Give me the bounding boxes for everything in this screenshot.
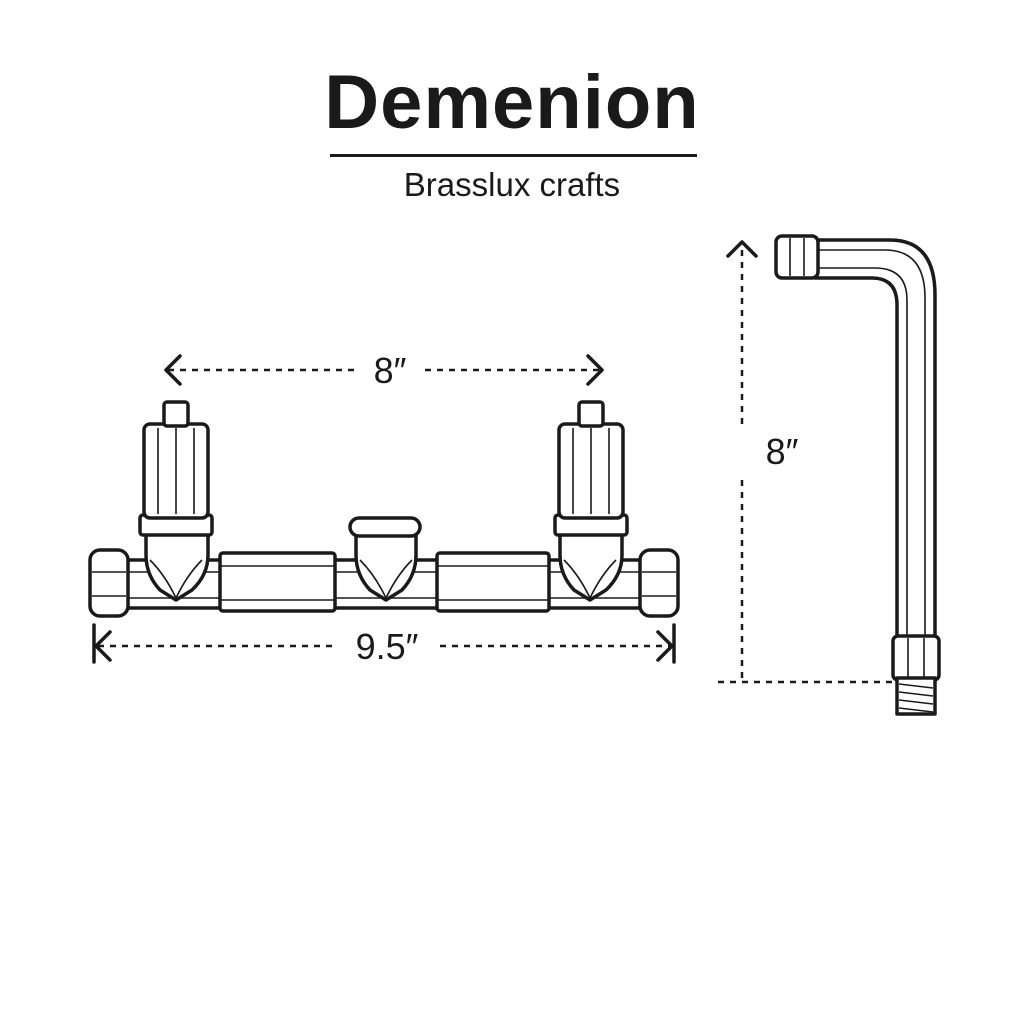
left-valve (138, 400, 214, 602)
right-arrowhead (656, 630, 674, 662)
top-arrowhead (726, 240, 758, 258)
left-sleeve (218, 551, 337, 613)
center-spout-inlet (348, 516, 422, 602)
right-end-nut (638, 548, 680, 618)
left-arrowhead (94, 630, 112, 662)
spout-height-label: 8″ (766, 431, 799, 472)
right-sleeve (435, 551, 551, 613)
body-width-label: 9.5″ (356, 626, 419, 667)
page-title: Demenion (324, 60, 700, 145)
faucet-body (88, 400, 680, 618)
spout-height-dimension: 8″ (718, 240, 893, 684)
title-divider (330, 154, 697, 157)
spout-tip (774, 234, 820, 280)
body-width-dimension: 9.5″ (92, 623, 676, 667)
brand-subtitle: Brasslux crafts (403, 166, 621, 203)
left-end-nut (88, 548, 130, 618)
spout-base-nut (891, 634, 941, 682)
right-arrowhead (586, 354, 604, 386)
valve-spacing-label: 8″ (374, 350, 407, 391)
left-arrowhead (164, 354, 182, 386)
right-valve (553, 400, 629, 602)
valve-spacing-dimension: 8″ (164, 350, 604, 391)
spout (774, 234, 941, 716)
